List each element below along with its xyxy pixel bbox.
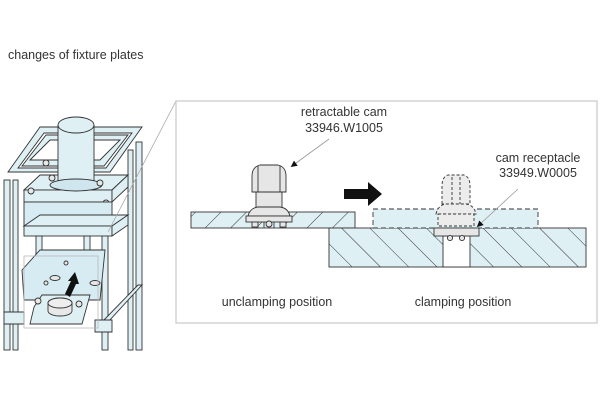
- retractable-cam-clamped: [435, 174, 477, 227]
- cam-receptacle: [433, 227, 480, 242]
- detail-leader-line: [107, 100, 177, 233]
- cam-receptacle-part-number: 33949.W0005: [499, 166, 577, 180]
- retractable-cam-label: retractable cam: [301, 105, 387, 119]
- retractable-cam-leader: [290, 138, 330, 167]
- retractable-cam: [245, 164, 293, 228]
- unclamping-position-label: unclamping position: [222, 295, 333, 309]
- retractable-cam-part-number: 33946.W1005: [305, 121, 383, 135]
- figure-caption: changes of fixture plates: [8, 48, 144, 62]
- frame-post-left: [3, 179, 11, 351]
- cam-receptacle-leader: [476, 188, 519, 228]
- frame-post-rear: [135, 141, 143, 351]
- cam-receptacle-label: cam receptacle: [496, 151, 581, 165]
- cylinder-top: [57, 116, 95, 134]
- receptacle-bore: [442, 235, 471, 268]
- cylinder: [57, 124, 95, 188]
- fixture-machine-illustration: [3, 116, 144, 351]
- clamping-position-label: clamping position: [415, 295, 512, 309]
- insert-direction-arrow: [65, 272, 79, 297]
- move-direction-arrow: [344, 182, 382, 206]
- base-fixture-plate: [21, 249, 106, 301]
